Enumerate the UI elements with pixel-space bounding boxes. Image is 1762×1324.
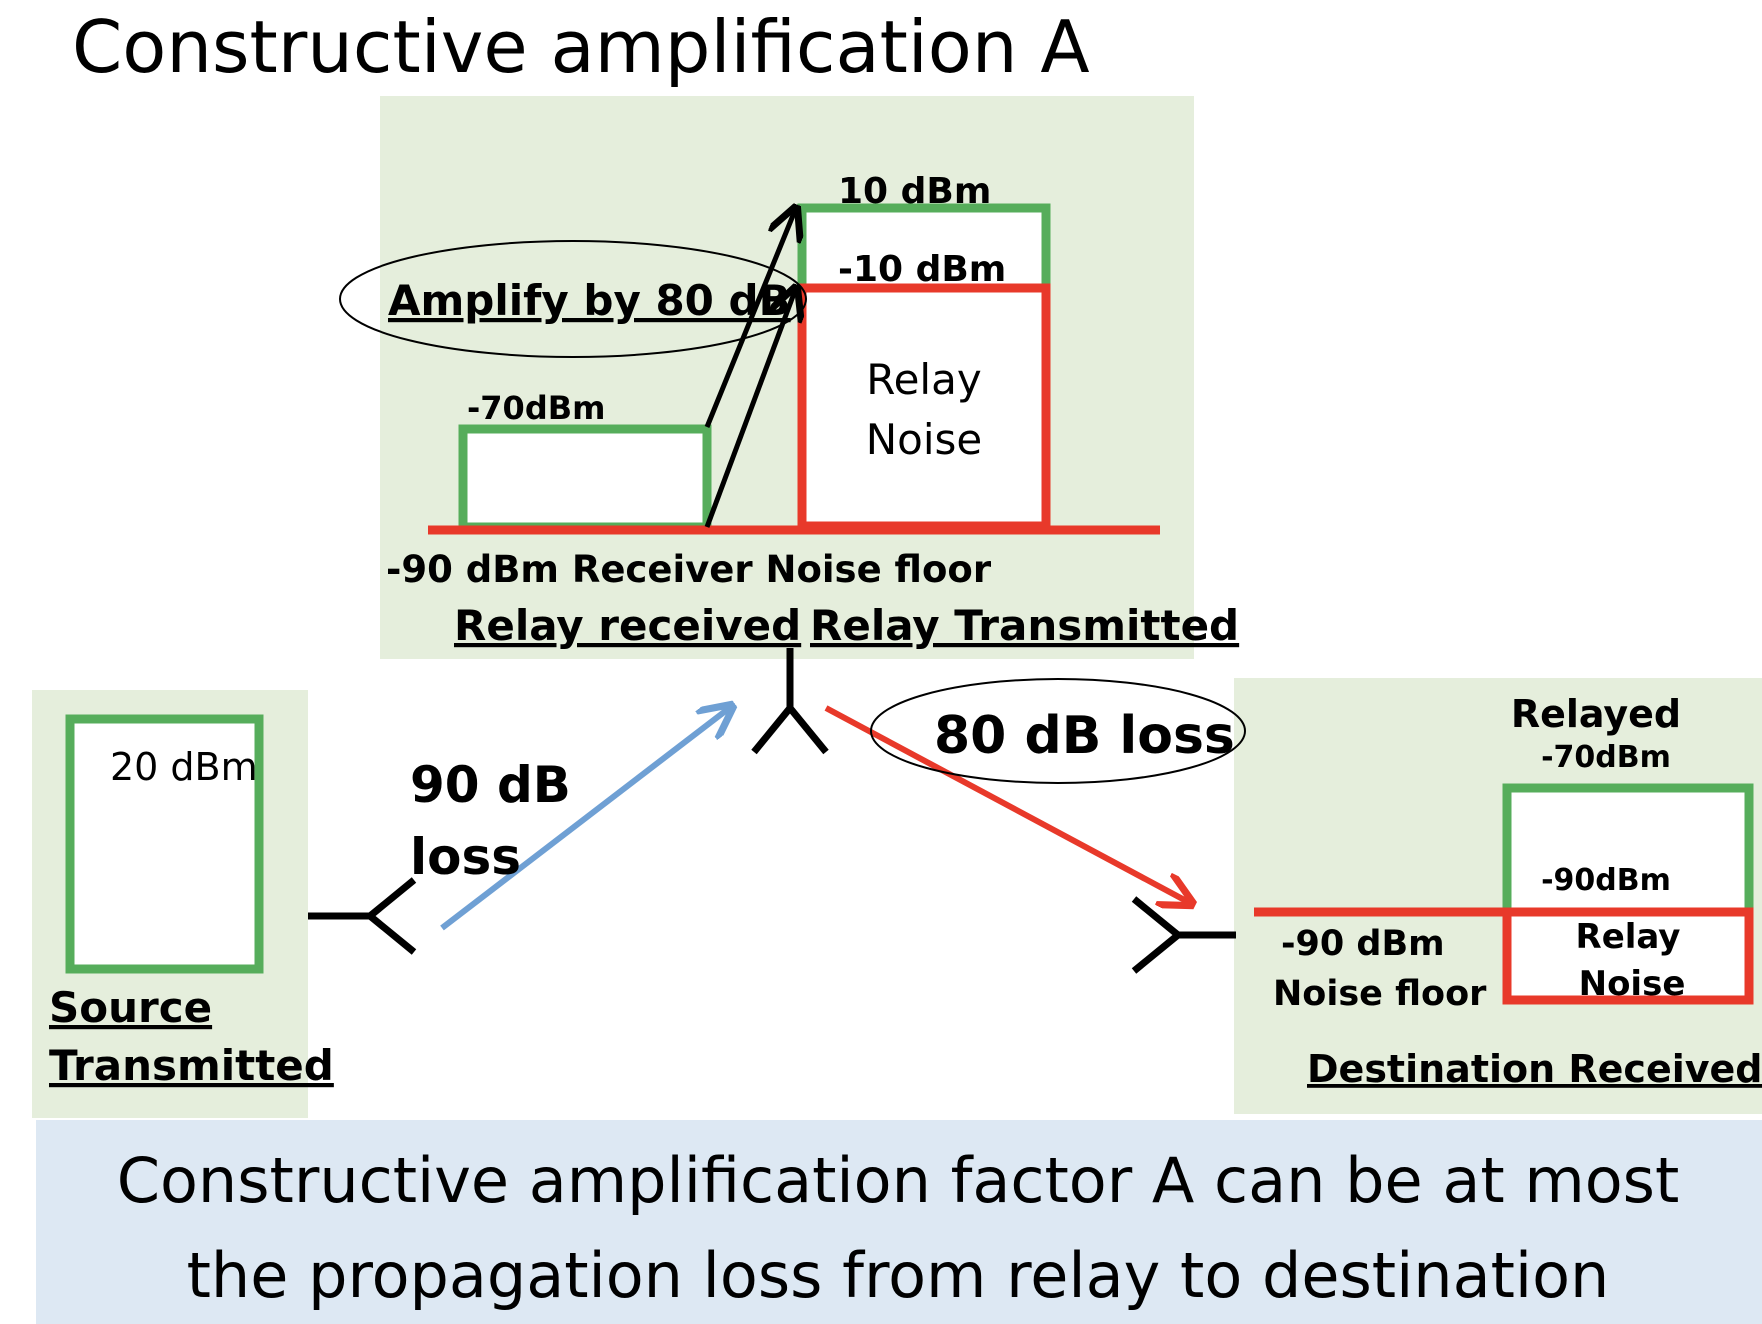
received-level-label: -70dBm (467, 389, 605, 427)
source-signal-block (65, 714, 264, 974)
relayed-level-label: -70dBm (1541, 740, 1671, 775)
downlink-loss-ellipse (870, 678, 1246, 784)
conclusion-line-2: the propagation loss from relay to desti… (187, 1239, 1610, 1312)
transmitted-level-label: 10 dBm (838, 171, 991, 212)
downlink-loss-label: 80 dB loss (934, 706, 1235, 766)
destination-antenna-icon (1131, 896, 1236, 974)
destination-floor-label-2: Noise floor (1273, 974, 1487, 1014)
slide-title: Constructive amplification A (72, 5, 1090, 89)
relay-noise-block (797, 283, 1051, 531)
source-caption-1: Source (49, 983, 212, 1032)
source-caption-2: Transmitted (49, 1041, 334, 1090)
amplify-arrow-bottom (704, 288, 796, 528)
relay-noise-text-2: Noise (866, 415, 983, 464)
relay-transmitted-caption: Relay Transmitted (810, 601, 1239, 650)
relayed-signal-block (1502, 783, 1754, 917)
relay-antenna-icon (751, 648, 829, 755)
source-power-label: 20 dBm (110, 745, 258, 789)
uplink-loss-label-2: loss (410, 828, 521, 886)
destination-noise-block (1502, 907, 1754, 1005)
relay-noise-floor-label: -90 dBm Receiver Noise floor (386, 548, 992, 591)
uplink-arrow (440, 706, 732, 931)
conclusion-line-1: Constructive amplification factor A can … (117, 1144, 1680, 1217)
destination-floor-label-1: -90 dBm (1281, 924, 1445, 964)
amplify-arrow-top (704, 208, 796, 428)
uplink-loss-label-1: 90 dB (410, 756, 571, 814)
source-antenna-icon (308, 877, 417, 955)
amplify-ellipse (339, 240, 807, 358)
destination-noise-text-1: Relay (1576, 917, 1681, 957)
received-signal-block (458, 424, 712, 532)
destination-noise-level-label: -90dBm (1541, 863, 1671, 898)
conclusion-panel (36, 1120, 1762, 1324)
relay-noise-text-1: Relay (866, 355, 981, 404)
amplify-label: Amplify by 80 dB (388, 276, 791, 325)
relay-panel (380, 96, 1194, 659)
relay-noise-level-label: -10 dBm (838, 249, 1006, 290)
relayed-label: Relayed (1511, 692, 1681, 736)
destination-caption: Destination Received (1307, 1047, 1762, 1091)
downlink-arrow (824, 705, 1192, 904)
destination-noise-text-2: Noise (1579, 964, 1686, 1004)
relay-received-caption: Relay received (454, 601, 801, 650)
